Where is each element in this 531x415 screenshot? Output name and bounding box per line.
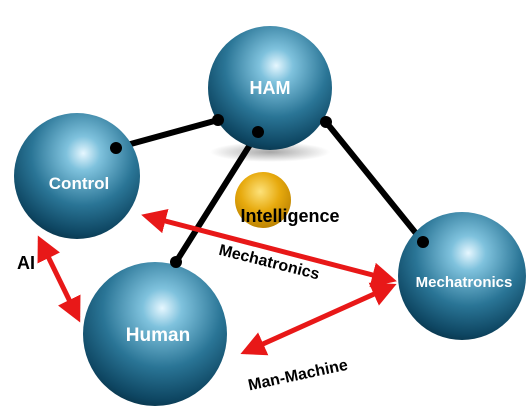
human-label: Human	[126, 325, 190, 346]
dot-ham-control-end	[110, 142, 122, 154]
arrow-human-mechatronics	[240, 282, 397, 356]
mechatronics-node: Mechatronics	[398, 212, 526, 340]
ham-node: HAM	[208, 26, 332, 162]
dot-ham-human-start	[252, 126, 264, 138]
human-sphere	[83, 262, 227, 406]
arrow-control-mechatronics	[141, 208, 397, 288]
dot-ham-mechatronics-end	[417, 236, 429, 248]
dot-ham-human-end	[170, 256, 182, 268]
control-label: Control	[49, 174, 109, 193]
mechatronics-sphere	[398, 212, 526, 340]
intelligence-label: Intelligence	[240, 206, 339, 226]
ham-label: HAM	[250, 78, 291, 98]
connector-ham-control	[113, 117, 221, 151]
control-node: Control	[14, 113, 140, 239]
control-sphere	[14, 113, 140, 239]
connector-ham-mechatronics	[323, 119, 426, 245]
edge-label-man-machine: Man-Machine	[247, 357, 350, 395]
edge-label-ai: AI	[17, 253, 35, 273]
dot-ham-mechatronics-start	[320, 116, 332, 128]
human-node: Human	[83, 262, 227, 406]
mechatronics-label: Mechatronics	[416, 274, 513, 291]
ham-sphere	[208, 26, 332, 150]
arrow-control-human	[37, 235, 81, 323]
relation-arrows	[37, 208, 397, 356]
dot-ham-control-start	[212, 114, 224, 126]
